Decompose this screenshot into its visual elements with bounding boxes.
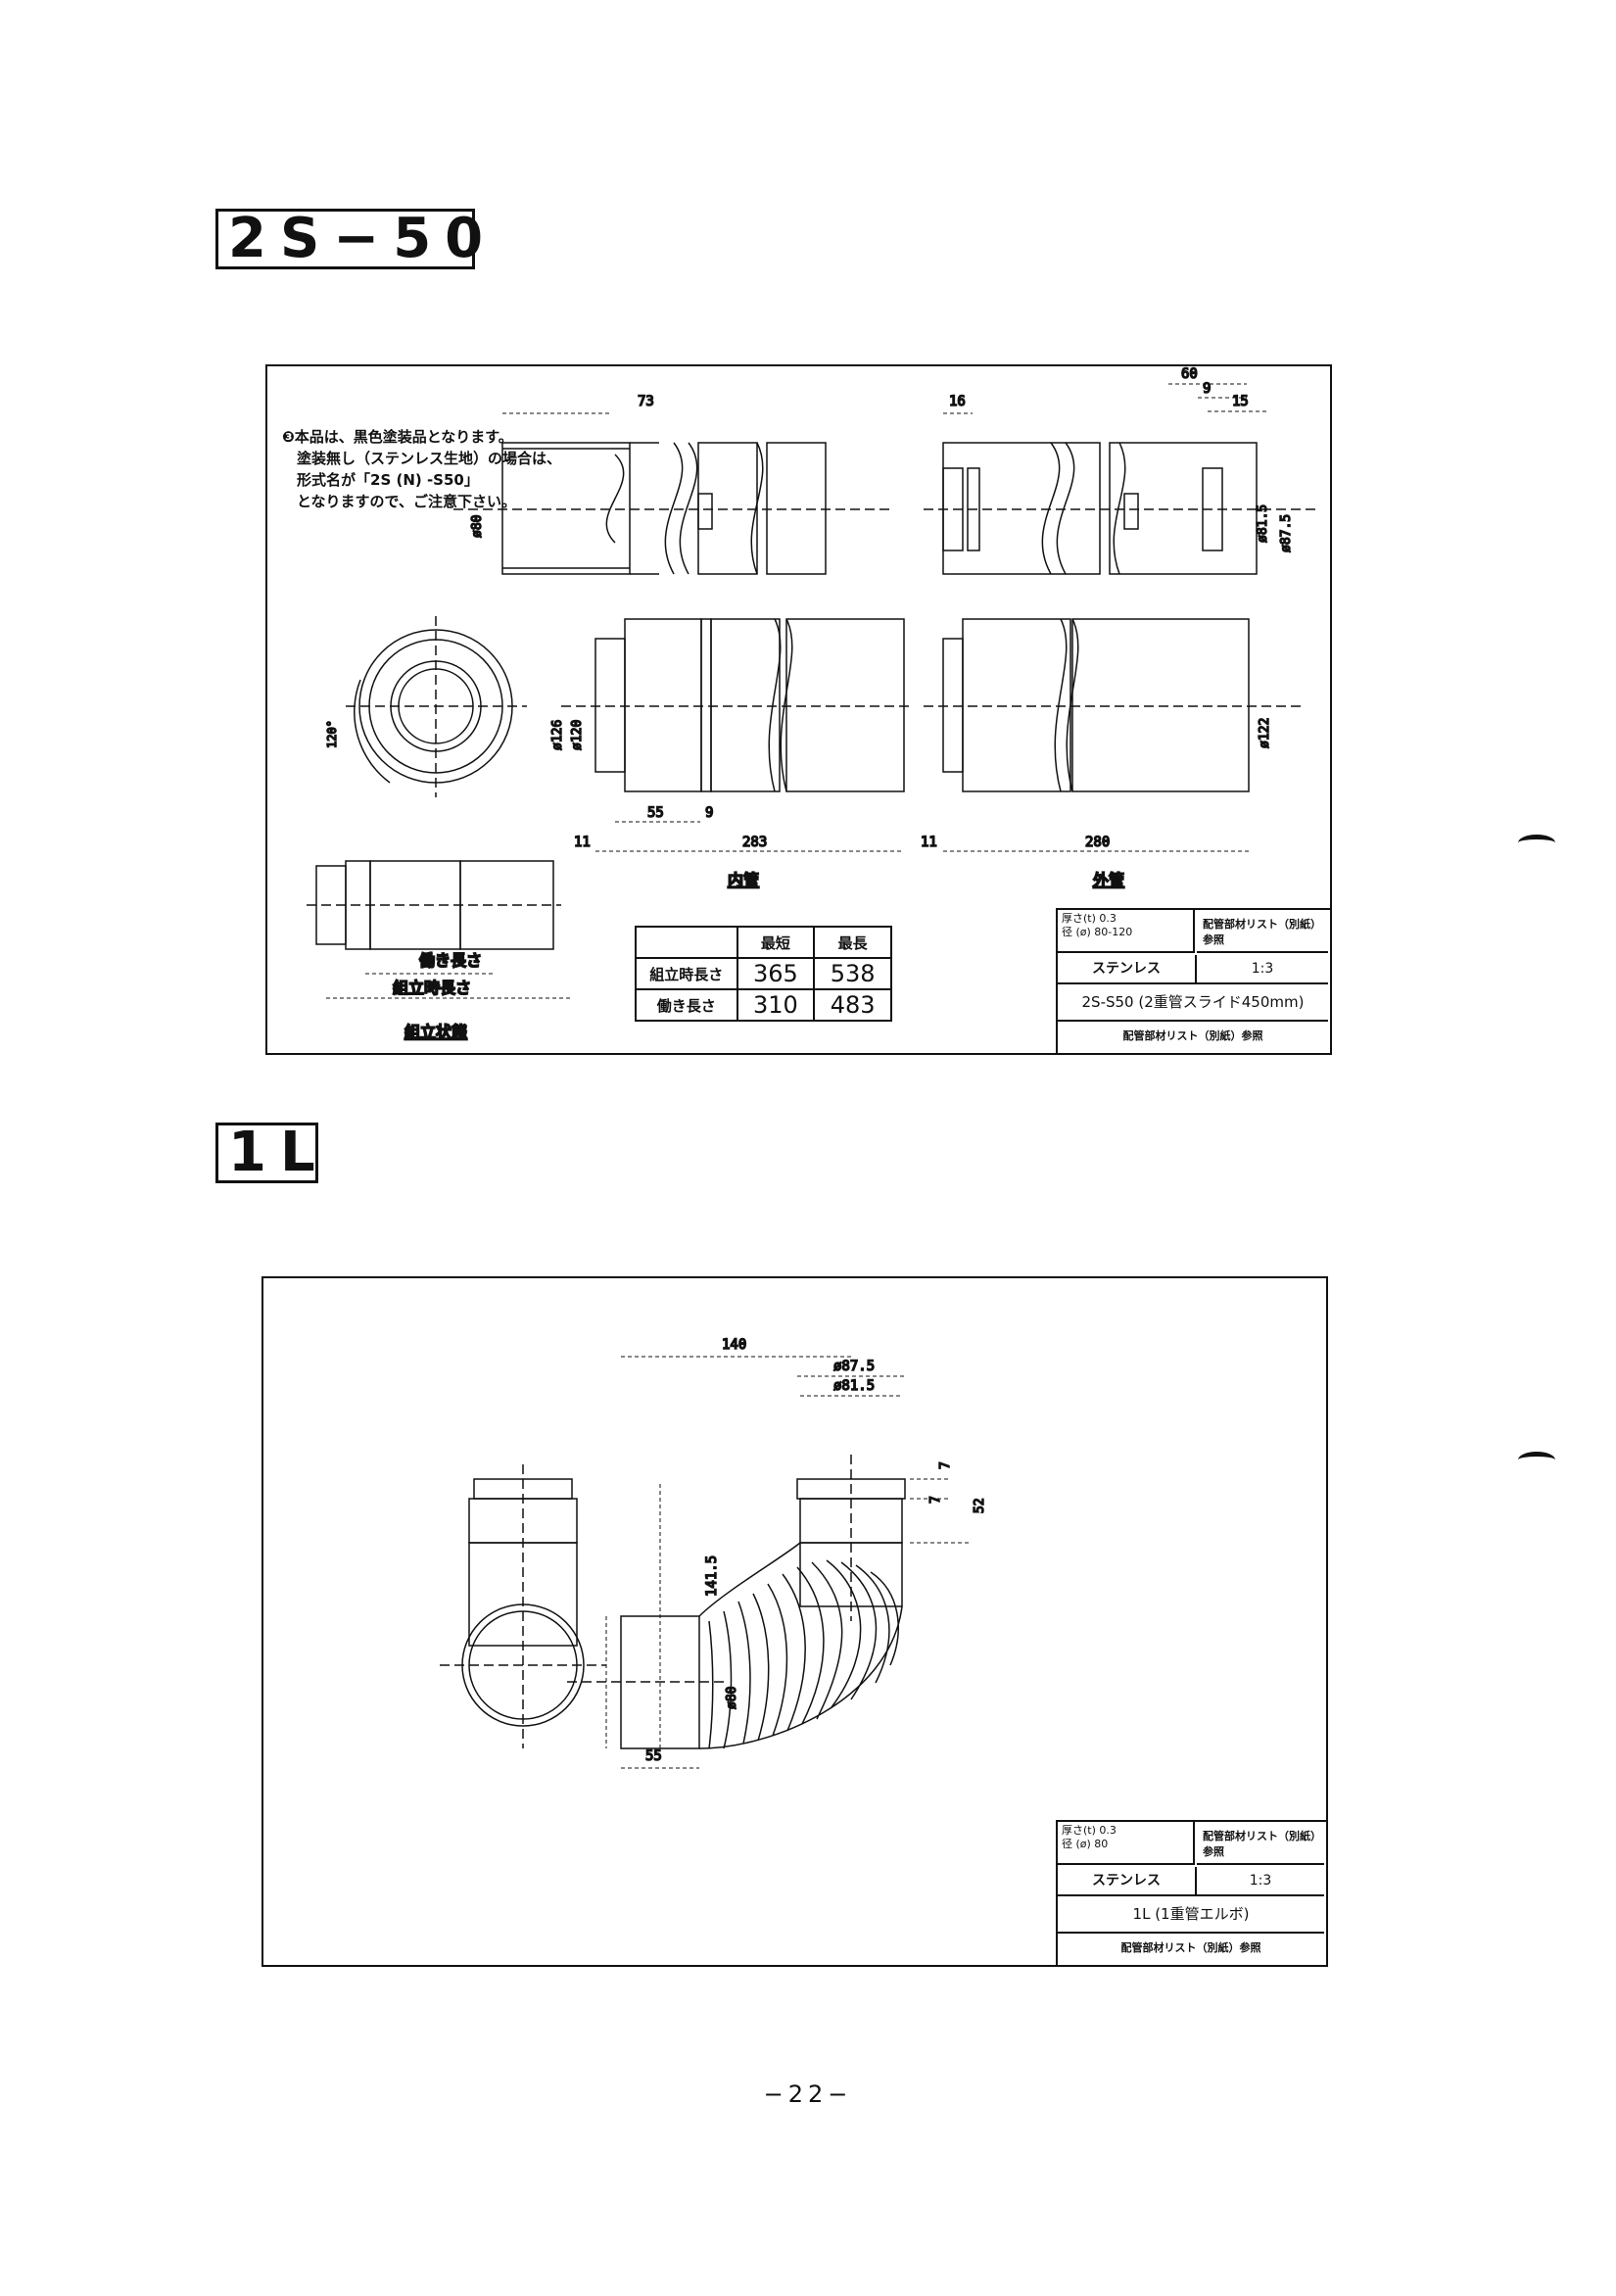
tb-diameter: 径 (ø) 80 bbox=[1062, 1838, 1109, 1850]
drawing-1l: 140 ø87.5 ø81.5 7 7 52 141.5 ø80 55 bbox=[440, 1336, 988, 1769]
tb-material: ステンレス bbox=[1058, 1867, 1197, 1896]
tb-model: 2S-S50 (2重管スライド450mm) bbox=[1058, 984, 1328, 1022]
scan-mark bbox=[1518, 1452, 1555, 1468]
length-table: 最短 最長 組立時長さ 365 538 働き長さ 310 483 bbox=[635, 926, 892, 1022]
tb-scale: 1:3 bbox=[1197, 1867, 1324, 1896]
tb-thickness: 厚さ(t) 0.3 bbox=[1062, 912, 1117, 925]
paint-note: ❸本品は、黒色塗装品となります。 塗装無し（ステンレス生地）の場合は、 形式名が… bbox=[282, 428, 562, 510]
elbow-side-view bbox=[440, 1464, 606, 1748]
tb-model: 1L (1重管エルボ) bbox=[1058, 1896, 1324, 1934]
dim-15: 15 bbox=[1232, 394, 1249, 409]
dim-55: 55 bbox=[645, 1748, 662, 1764]
label-outer-pipe: 外管 bbox=[1092, 871, 1124, 889]
page-number: −22− bbox=[763, 2081, 853, 2108]
dim-phi87-5: ø87.5 bbox=[1279, 514, 1294, 552]
dim-140: 140 bbox=[722, 1337, 746, 1353]
drawing-2s50: 73 16 60 9 15 ø80 ø81.5 ø87.5 ø126 ø120 … bbox=[307, 365, 1315, 1042]
dimension-lines-1l bbox=[605, 1356, 969, 1769]
inner-pipe-top-view bbox=[453, 442, 894, 575]
table-row-label: 働き長さ bbox=[635, 988, 738, 1022]
label-inner-pipe: 内管 bbox=[728, 871, 759, 889]
drawing-sheet-2s50: 73 16 60 9 15 ø80 ø81.5 ø87.5 ø126 ø120 … bbox=[265, 364, 1332, 1055]
dim-phi122: ø122 bbox=[1258, 718, 1272, 748]
section-tag-2s50: 2S−50 bbox=[215, 209, 483, 269]
assembly-state-view bbox=[307, 860, 561, 950]
table-header-max: 最長 bbox=[813, 926, 892, 959]
pipe-end-view bbox=[346, 616, 527, 797]
title-block-1l: 厚さ(t) 0.3 径 (ø) 80 配管部材リスト（別紙）参照 ステンレス 1… bbox=[1056, 1820, 1328, 1967]
label-working-length: 働き長さ bbox=[418, 951, 482, 970]
dim-11a: 11 bbox=[574, 835, 591, 850]
inner-pipe-side-view bbox=[561, 618, 914, 792]
tb-material: ステンレス bbox=[1058, 955, 1197, 984]
dim-55: 55 bbox=[647, 805, 664, 821]
dim-60: 60 bbox=[1181, 366, 1198, 382]
dimension-lines bbox=[326, 383, 1266, 999]
dim-9: 9 bbox=[1203, 381, 1211, 397]
dim-7b: 7 bbox=[928, 1496, 943, 1504]
elbow-front-view bbox=[567, 1455, 906, 1749]
dim-52: 52 bbox=[973, 1498, 987, 1513]
dim-phi80: ø80 bbox=[725, 1687, 739, 1709]
table-row-label: 組立時長さ bbox=[635, 957, 738, 990]
scan-mark bbox=[1518, 835, 1555, 851]
dim-phi87-5: ø87.5 bbox=[833, 1359, 875, 1374]
tb-bottom-ref: 配管部材リスト（別紙）参照 bbox=[1122, 1029, 1263, 1042]
dim-73: 73 bbox=[638, 394, 654, 409]
dim-phi81-5: ø81.5 bbox=[833, 1378, 875, 1394]
dim-7a: 7 bbox=[938, 1461, 953, 1469]
tb-diameter: 径 (ø) 80-120 bbox=[1062, 926, 1133, 938]
tb-reference: 配管部材リスト（別紙）参照 bbox=[1197, 1822, 1324, 1865]
table-header-blank bbox=[635, 926, 738, 959]
tb-reference: 配管部材リスト（別紙）参照 bbox=[1197, 910, 1328, 953]
drawing-sheet-1l: 140 ø87.5 ø81.5 7 7 52 141.5 ø80 55 bbox=[261, 1276, 1328, 1967]
title-block-2s50: 厚さ(t) 0.3 径 (ø) 80-120 配管部材リスト（別紙）参照 ステン… bbox=[1056, 908, 1332, 1055]
dim-280: 280 bbox=[1085, 835, 1110, 850]
dim-9b: 9 bbox=[705, 805, 713, 821]
dim-phi120: ø120 bbox=[570, 720, 585, 750]
tb-scale: 1:3 bbox=[1197, 955, 1328, 984]
dim-16: 16 bbox=[949, 394, 966, 409]
table-cell: 310 bbox=[736, 988, 816, 1022]
dim-phi81-5: ø81.5 bbox=[1256, 504, 1270, 543]
dim-11b: 11 bbox=[921, 835, 937, 850]
table-cell: 538 bbox=[813, 957, 892, 990]
outer-pipe-side-view bbox=[924, 618, 1306, 792]
dim-phi80: ø80 bbox=[470, 515, 485, 538]
label-assembled-length: 組立時長さ bbox=[393, 979, 471, 997]
dim-angle-120: 120° bbox=[325, 720, 339, 748]
dim-phi126: ø126 bbox=[550, 720, 565, 750]
label-assembly-state: 組立状態 bbox=[404, 1023, 467, 1041]
outer-pipe-top-view bbox=[924, 442, 1315, 575]
table-header-min: 最短 bbox=[736, 926, 816, 959]
section-tag-1l: 1L bbox=[215, 1123, 318, 1183]
table-cell: 483 bbox=[813, 988, 892, 1022]
dim-141-5: 141.5 bbox=[704, 1555, 720, 1597]
dim-283: 283 bbox=[742, 835, 767, 850]
table-cell: 365 bbox=[736, 957, 816, 990]
tb-bottom-ref: 配管部材リスト（別紙）参照 bbox=[1120, 1941, 1261, 1954]
tb-thickness: 厚さ(t) 0.3 bbox=[1062, 1824, 1117, 1837]
